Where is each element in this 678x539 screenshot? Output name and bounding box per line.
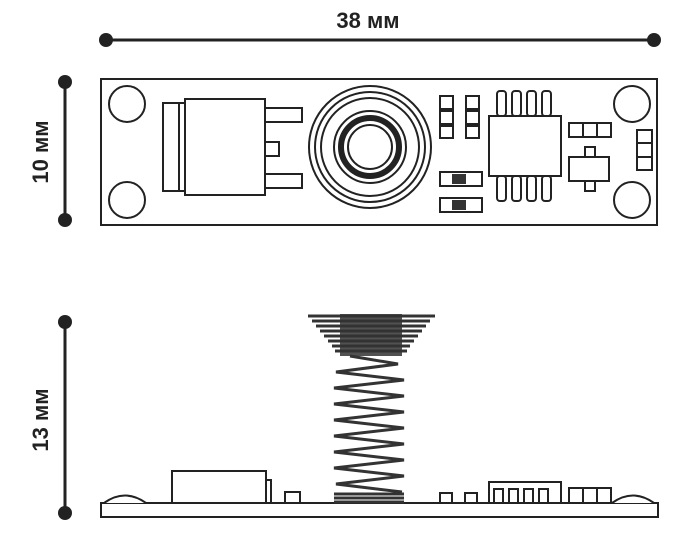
height-label: 10 мм — [28, 120, 53, 183]
touch-sensor-pad — [308, 85, 432, 209]
mounting-hole — [108, 85, 146, 123]
transistor-side — [171, 470, 267, 504]
width-label: 38 мм — [336, 8, 399, 33]
soic8-chip — [488, 90, 562, 202]
touch-spring — [308, 314, 435, 504]
pcb-top-view — [100, 78, 658, 226]
width-dimension: 38 мм — [99, 8, 661, 47]
soic8-side — [488, 481, 562, 504]
smd-components-right — [568, 122, 653, 192]
mounting-hole — [613, 85, 651, 123]
depth-dimension: 13 мм — [28, 315, 72, 520]
height-dimension: 10 мм — [28, 75, 72, 227]
transistor-package — [162, 98, 303, 196]
solder-dome — [611, 494, 655, 504]
depth-label: 13 мм — [28, 388, 53, 451]
smd-components-left — [439, 95, 483, 213]
mounting-hole — [613, 181, 651, 219]
solder-dome — [103, 494, 147, 504]
mounting-hole — [108, 181, 146, 219]
